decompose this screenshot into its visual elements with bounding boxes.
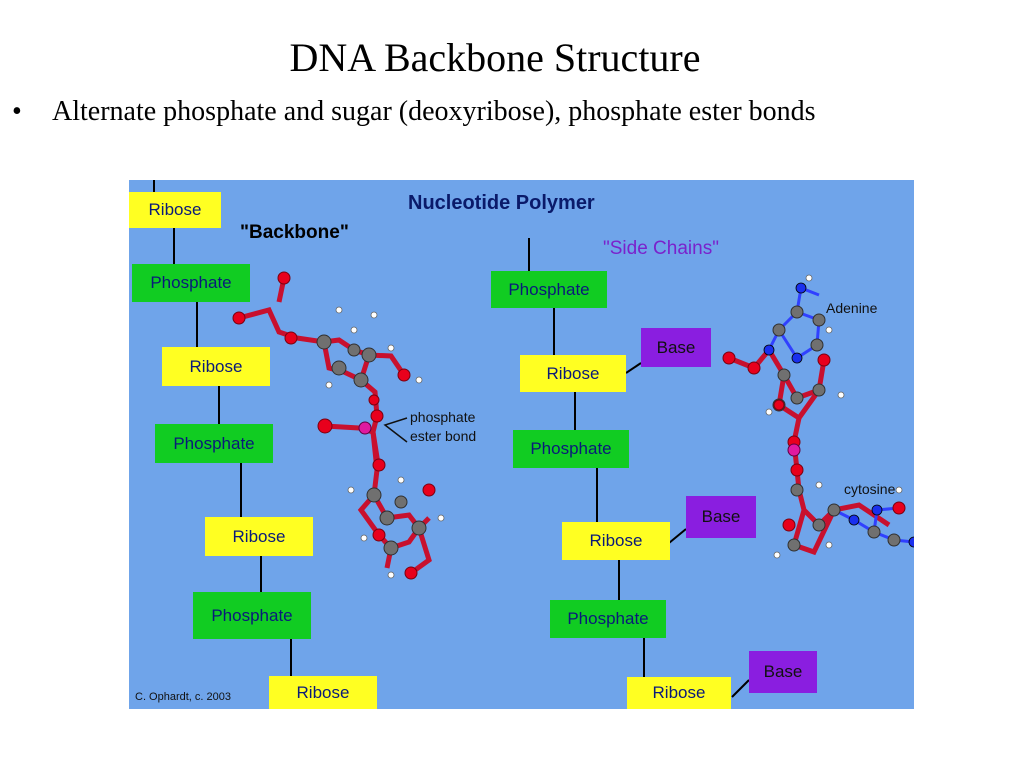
bullet-mark: • [12,96,22,127]
left-phosphate-3: Phosphate [193,592,311,639]
right-ribose-1: Ribose [520,355,626,392]
right-ribose-3: Ribose [627,677,731,709]
cytosine-label: cytosine [844,481,896,497]
right-ribose-2: Ribose [562,522,670,560]
ester-bond-pointer [383,417,408,443]
right-phosphate-1: Phosphate [491,271,607,308]
phosphorus-atom [358,421,372,435]
left-ribose-3: Ribose [205,517,313,556]
left-ribose-4: Ribose [269,676,377,709]
right-phosphate-3: Phosphate [550,600,666,638]
left-chain-connectors [153,180,292,676]
figure-title: Nucleotide Polymer [408,192,595,214]
backbone-label: "Backbone" [240,222,349,243]
adenine-label: Adenine [826,300,878,316]
left-ribose-1: Ribose [129,192,221,228]
right-base-2: Base [686,496,756,538]
bullet-item: • Alternate phosphate and sugar (deoxyrib… [12,96,1012,128]
right-base-3: Base [749,651,817,693]
phosphorus-atom-right [787,443,801,457]
nucleotide-polymer-figure: Nucleotide Polymer "Backbone" "Side Chai… [129,180,914,709]
bullet-text: Alternate phosphate and sugar (deoxyribo… [52,96,816,127]
right-chain-connectors [528,238,750,698]
slide-title: DNA Backbone Structure [289,35,701,80]
side-chains-label: "Side Chains" [603,238,719,259]
left-phosphate-2: Phosphate [155,424,273,463]
right-base-1: Base [641,328,711,367]
backbone-molecule-model [232,271,445,580]
side-chain-molecule-model [722,274,914,559]
left-ribose-2: Ribose [162,347,270,386]
ester-label-line2: ester bond [410,428,477,444]
credit-text: C. Ophardt, c. 2003 [135,691,231,703]
ester-label-line1: phosphate [410,409,476,425]
left-phosphate-1: Phosphate [132,264,250,302]
right-phosphate-2: Phosphate [513,430,629,468]
figure-graphics [153,180,914,698]
